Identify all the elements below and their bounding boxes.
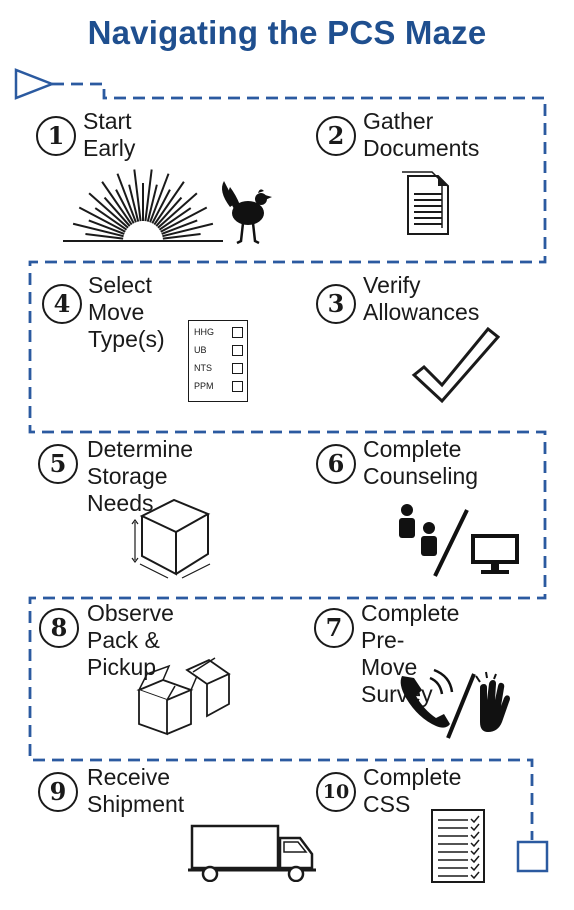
checkbox-icon [232,327,243,338]
step-number: 10 [316,772,356,812]
step-number: 8 [39,608,79,648]
option-row: NTS [194,363,243,381]
checklist-icon: HHG UB NTS PPM [188,320,248,402]
step-label: Start Early [83,108,136,161]
start-triangle-icon [14,68,56,100]
step-number: 3 [316,284,356,324]
checkbox-icon [232,381,243,392]
checkbox-icon [232,363,243,374]
step-number: 4 [42,284,82,324]
phone-wave-icon [400,668,510,739]
step-label: Gather Documents [363,108,480,161]
counseling-icon [399,504,519,577]
truck-icon [188,824,316,882]
step-label: Complete Counseling [363,436,479,489]
step-number: 2 [316,116,356,156]
box-icon [131,498,211,579]
step-label: Observe Pack & Pickup [87,600,174,680]
step-label: Determine Storage Needs [87,436,194,516]
option-row: PPM [194,381,243,399]
step-label: Receive Shipment [87,764,185,817]
page-title: Navigating the PCS Maze [87,14,487,51]
sunrise-rooster-icon [63,169,272,245]
checkbox-icon [232,345,243,356]
documents-icon [402,171,449,235]
step-label: Complete Pre-Move Survey [361,600,460,707]
step-label: Complete CSS [363,764,462,817]
open-boxes-icon [136,657,231,736]
option-row: UB [194,345,243,363]
end-square-icon [516,840,549,873]
step-number: 5 [38,444,78,484]
step-label: Verify Allowances [363,272,480,325]
step-number: 9 [38,772,78,812]
checklist-doc-icon [431,809,485,883]
step-number: 7 [314,608,354,648]
checkmark-icon [411,326,500,404]
step-number: 1 [36,116,76,156]
step-number: 6 [316,444,356,484]
option-row: HHG [194,327,243,345]
step-label: Select Move Type(s) [88,272,165,352]
